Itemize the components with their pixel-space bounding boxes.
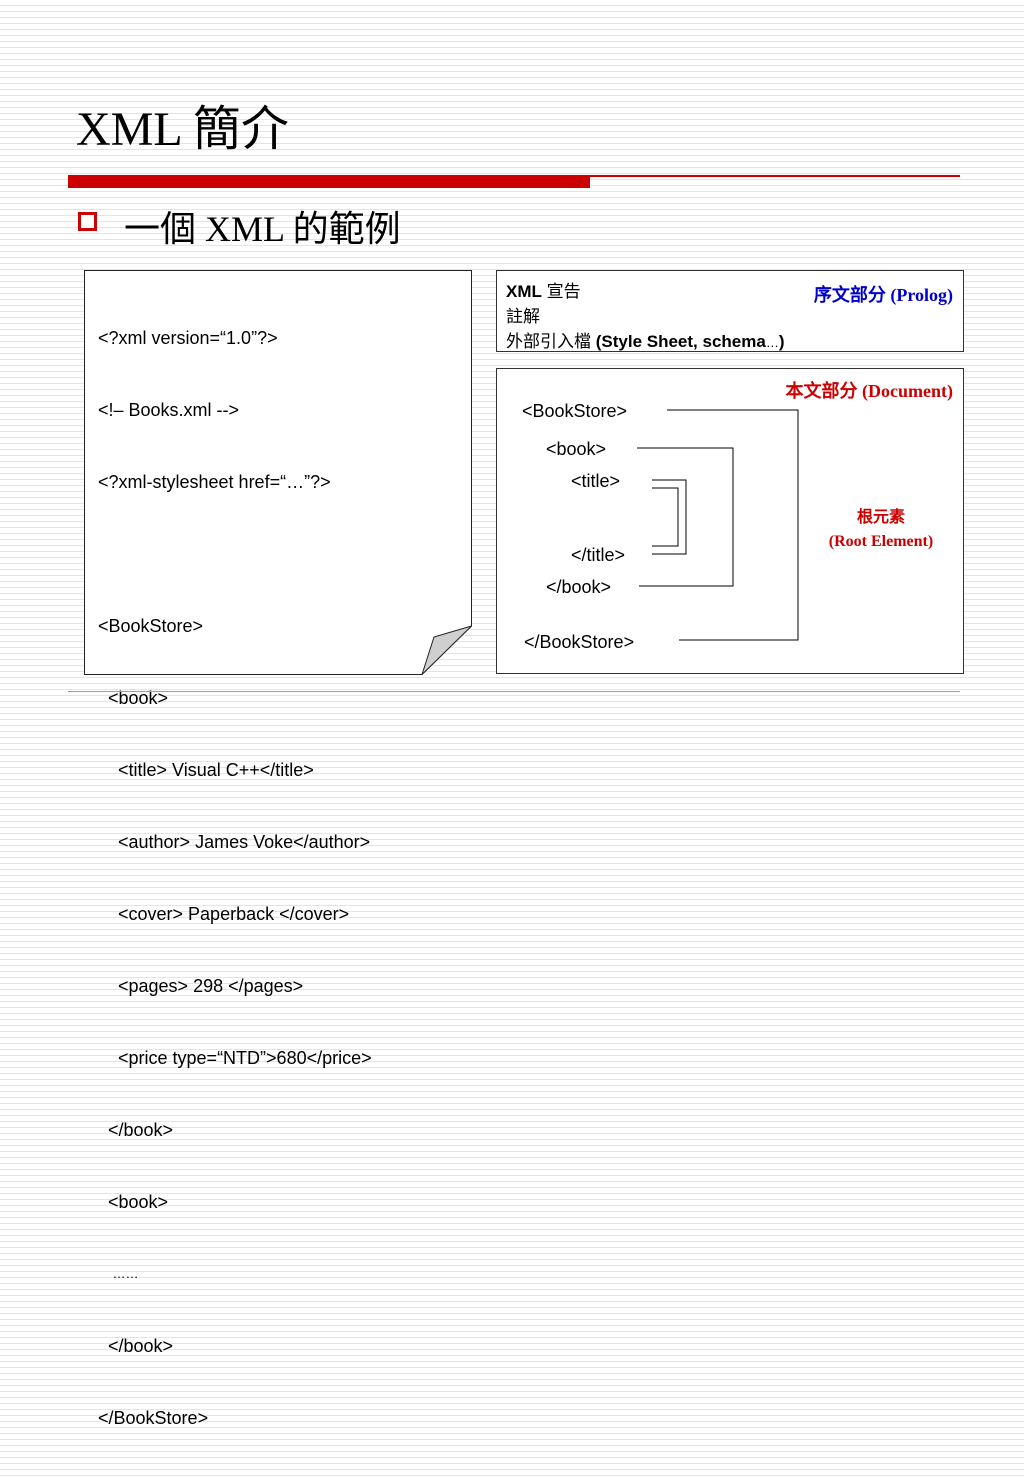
code-line: </book> <box>98 1120 174 1140</box>
tag-book-open: <book> <box>546 439 607 459</box>
prolog-box: XML 宣告 註解 外部引入檔 (Style Sheet, schema…) 序… <box>496 270 964 352</box>
prolog-section-label: 序文部分 (Prolog) <box>813 285 953 305</box>
book-bracket <box>637 447 734 587</box>
code-line: <author> James Voke</author> <box>98 832 371 852</box>
root-element-label-en: (Root Element) <box>828 533 934 550</box>
xml-keyword: XML <box>506 282 542 301</box>
code-line: …… <box>98 1266 139 1281</box>
tag-title-open: <title> <box>571 471 621 491</box>
external-file-label: 外部引入檔 (Style Sheet, schema…) <box>506 327 784 352</box>
bookstore-bracket <box>667 409 799 641</box>
code-line: <cover> Paperback </cover> <box>98 904 350 924</box>
code-line: <book> <box>98 1192 169 1212</box>
tag-title-close: </title> <box>571 545 626 565</box>
code-line: </book> <box>98 1336 174 1356</box>
slide-title: XML 簡介 <box>76 103 289 156</box>
declaration-text: 宣告 <box>541 282 581 301</box>
bullet-text: 一個 XML 的範例 <box>124 209 401 249</box>
code-line: <!– Books.xml --> <box>98 400 240 420</box>
tag-bookstore-close: </BookStore> <box>524 632 635 652</box>
stylesheet-ellipsis: … <box>765 335 779 350</box>
title-bracket-outer <box>652 479 687 555</box>
tag-book-close: </book> <box>546 577 612 597</box>
title-underline-thin <box>590 175 960 177</box>
title-bracket-inner <box>652 487 679 547</box>
square-bullet-icon <box>78 212 97 231</box>
title-underline-thick <box>68 175 590 188</box>
tag-bookstore-open: <BookStore> <box>522 401 628 421</box>
code-line: <pages> 298 </pages> <box>98 976 304 996</box>
document-section-label: 本文部分 (Document) <box>785 381 953 401</box>
code-line: <price type=“NTD”>680</price> <box>98 1048 372 1068</box>
stylesheet-schema-text: (Style Sheet, schema <box>595 332 766 351</box>
root-element-label: 根元素 (Root Element) <box>811 506 951 554</box>
code-line: <?xml-stylesheet href=“…”?> <box>98 472 331 492</box>
code-line: </BookStore> <box>98 1408 209 1428</box>
code-line: <book> <box>98 688 169 708</box>
xml-declaration-label: XML 宣告 <box>506 277 581 302</box>
document-box: 本文部分 (Document) <BookStore> <book> <titl… <box>496 368 964 674</box>
external-file-prefix: 外部引入檔 <box>506 332 596 351</box>
stylesheet-close-paren: ) <box>778 332 785 351</box>
code-line <box>98 542 468 566</box>
code-listing: <?xml version=“1.0”?> <!– Books.xml --> … <box>98 278 468 1478</box>
folded-page-icon <box>84 270 472 675</box>
code-line: <BookStore> <box>98 616 204 636</box>
root-element-label-zh: 根元素 <box>856 509 905 526</box>
nesting-brackets <box>637 409 799 641</box>
code-line: <title> Visual C++</title> <box>98 760 314 780</box>
footer-rule <box>68 691 960 692</box>
code-line: <?xml version=“1.0”?> <box>98 328 278 348</box>
comment-label: 註解 <box>506 307 540 326</box>
